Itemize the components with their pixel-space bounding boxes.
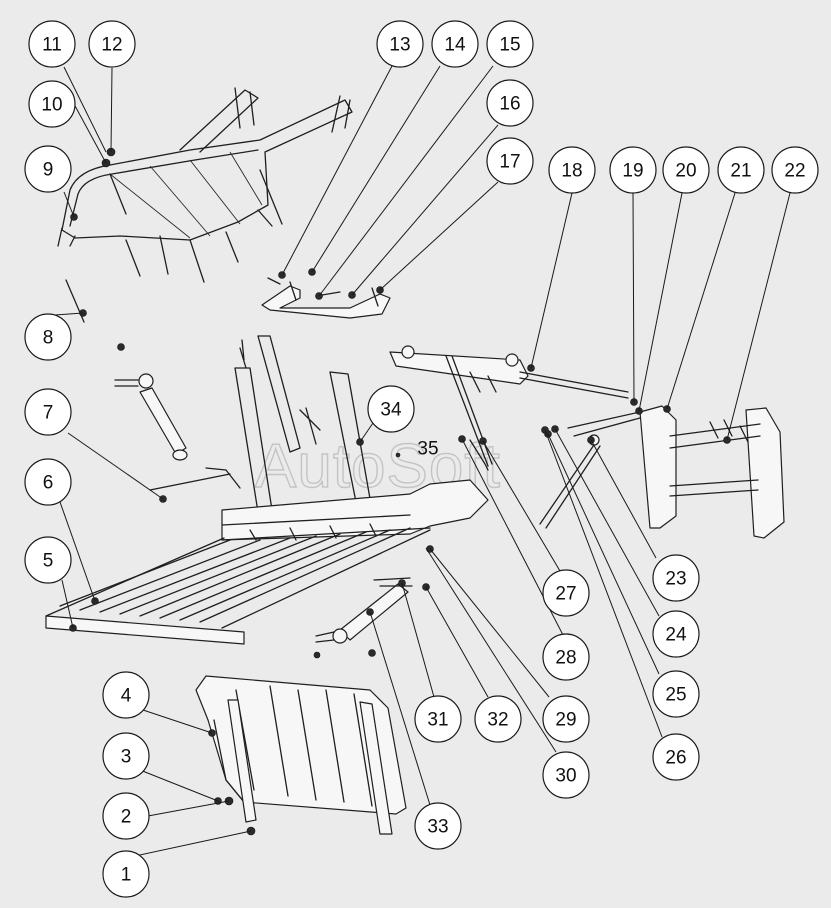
callout-18: 18	[548, 146, 596, 194]
svg-text:11: 11	[42, 35, 62, 56]
callout-4: 4	[102, 671, 150, 719]
bottom-grill	[195, 675, 407, 835]
svg-text:10: 10	[41, 95, 62, 116]
callout-5: 5	[24, 536, 72, 584]
svg-text:16: 16	[499, 94, 520, 115]
callout-2: 2	[102, 792, 150, 840]
callout-9: 9	[24, 145, 72, 193]
svg-text:32: 32	[487, 710, 508, 731]
linkage-bracket	[261, 277, 391, 319]
svg-text:1: 1	[121, 865, 132, 886]
leader-lines	[54, 65, 791, 859]
callout-13: 13	[376, 20, 424, 68]
svg-text:34: 34	[380, 400, 402, 421]
callout-24: 24	[652, 610, 700, 658]
lower-tine-frame	[45, 527, 431, 645]
svg-text:21: 21	[730, 161, 751, 182]
svg-text:23: 23	[665, 569, 686, 590]
callout-3: 3	[102, 732, 150, 780]
svg-text:12: 12	[101, 35, 122, 56]
rocker-arm	[389, 345, 629, 467]
callout-27: 27	[542, 569, 590, 617]
callout-32: 32	[474, 695, 522, 743]
callout-7: 7	[24, 388, 72, 436]
callout-22: 22	[771, 146, 819, 194]
main-frame	[149, 335, 489, 541]
callout-14: 14	[431, 20, 479, 68]
callout-19: 19	[609, 146, 657, 194]
callout-15: 15	[486, 20, 534, 68]
callout-25: 25	[652, 670, 700, 718]
callout-10: 10	[28, 80, 76, 128]
callout-33: 33	[414, 802, 462, 850]
svg-text:13: 13	[389, 35, 410, 56]
svg-text:4: 4	[121, 686, 132, 707]
left-cylinder	[114, 373, 188, 461]
svg-text:29: 29	[555, 710, 576, 731]
svg-text:7: 7	[43, 403, 54, 424]
lower-cylinder	[315, 577, 413, 644]
callout-21: 21	[717, 146, 765, 194]
svg-text:17: 17	[499, 152, 520, 173]
callout-17: 17	[486, 137, 534, 185]
svg-text:15: 15	[499, 35, 520, 56]
svg-text:33: 33	[427, 817, 448, 838]
svg-text:30: 30	[555, 766, 576, 787]
callout-26: 26	[652, 733, 700, 781]
callout-1: 1	[102, 850, 150, 898]
callout-11: 11	[28, 20, 76, 68]
svg-text:9: 9	[43, 160, 54, 181]
svg-text:20: 20	[675, 161, 696, 182]
upper-tine-frame	[57, 87, 353, 283]
svg-text:22: 22	[784, 161, 805, 182]
svg-text:2: 2	[121, 807, 132, 828]
svg-text:24: 24	[665, 625, 687, 646]
svg-text:8: 8	[43, 328, 54, 349]
callout-31: 31	[414, 695, 462, 743]
callout-6: 6	[24, 458, 72, 506]
svg-text:6: 6	[43, 473, 54, 494]
svg-text:19: 19	[622, 161, 643, 182]
callout-29: 29	[542, 695, 590, 743]
callout-20: 20	[662, 146, 710, 194]
svg-text:3: 3	[121, 747, 132, 768]
callout-35: 35	[417, 439, 438, 460]
callout-28: 28	[542, 633, 590, 681]
svg-text:5: 5	[43, 551, 54, 572]
svg-text:27: 27	[555, 584, 576, 605]
svg-text:35: 35	[417, 439, 438, 460]
callouts: 1 2 3 4 5 6 7 8 9 10 11 12 13 14 15 16 1…	[24, 20, 819, 898]
callout-8: 8	[24, 313, 72, 361]
svg-text:14: 14	[444, 35, 466, 56]
svg-text:26: 26	[665, 748, 686, 769]
svg-text:31: 31	[427, 710, 448, 731]
callout-16: 16	[486, 79, 534, 127]
right-side-frame	[639, 405, 785, 539]
svg-text:28: 28	[555, 648, 576, 669]
callout-30: 30	[542, 751, 590, 799]
callout-12: 12	[88, 20, 136, 68]
svg-text:18: 18	[561, 161, 582, 182]
callout-34: 34	[367, 385, 415, 433]
svg-text:25: 25	[665, 685, 686, 706]
callout-23: 23	[652, 554, 700, 602]
